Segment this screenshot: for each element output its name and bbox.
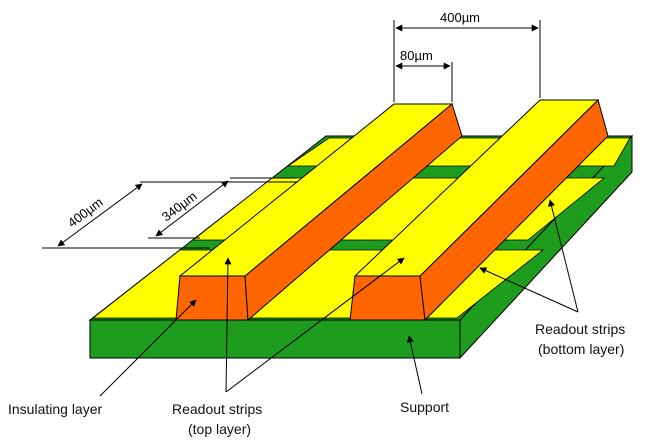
top-dimension-lines — [393, 20, 541, 102]
support-label: Support — [400, 399, 449, 415]
readout-top-label-line2: (top layer) — [188, 421, 251, 437]
top-strip-left — [175, 103, 463, 322]
readout-top-label-line1: Readout strips — [172, 401, 262, 417]
bottom-width-dimension: 340µm — [159, 188, 200, 224]
support-front-face — [89, 319, 461, 359]
top-strip-left-end-face — [175, 275, 249, 321]
top-pitch-dimension: 400µm — [440, 10, 480, 25]
top-strip-right — [349, 99, 609, 322]
readout-bottom-label-line2: (bottom layer) — [538, 341, 624, 357]
left-dimension-lines — [42, 177, 298, 249]
insulating-layer-label: Insulating layer — [8, 401, 103, 417]
top-strip-right-end-face — [349, 275, 426, 321]
readout-bottom-label-line1: Readout strips — [535, 321, 625, 337]
top-width-dimension: 80µm — [400, 48, 433, 63]
bottom-pitch-dimension: 400µm — [65, 194, 106, 230]
top-strip-right-top-face — [353, 99, 600, 277]
top-strip-left-top-face — [178, 103, 454, 277]
callout-arrows — [99, 199, 579, 397]
